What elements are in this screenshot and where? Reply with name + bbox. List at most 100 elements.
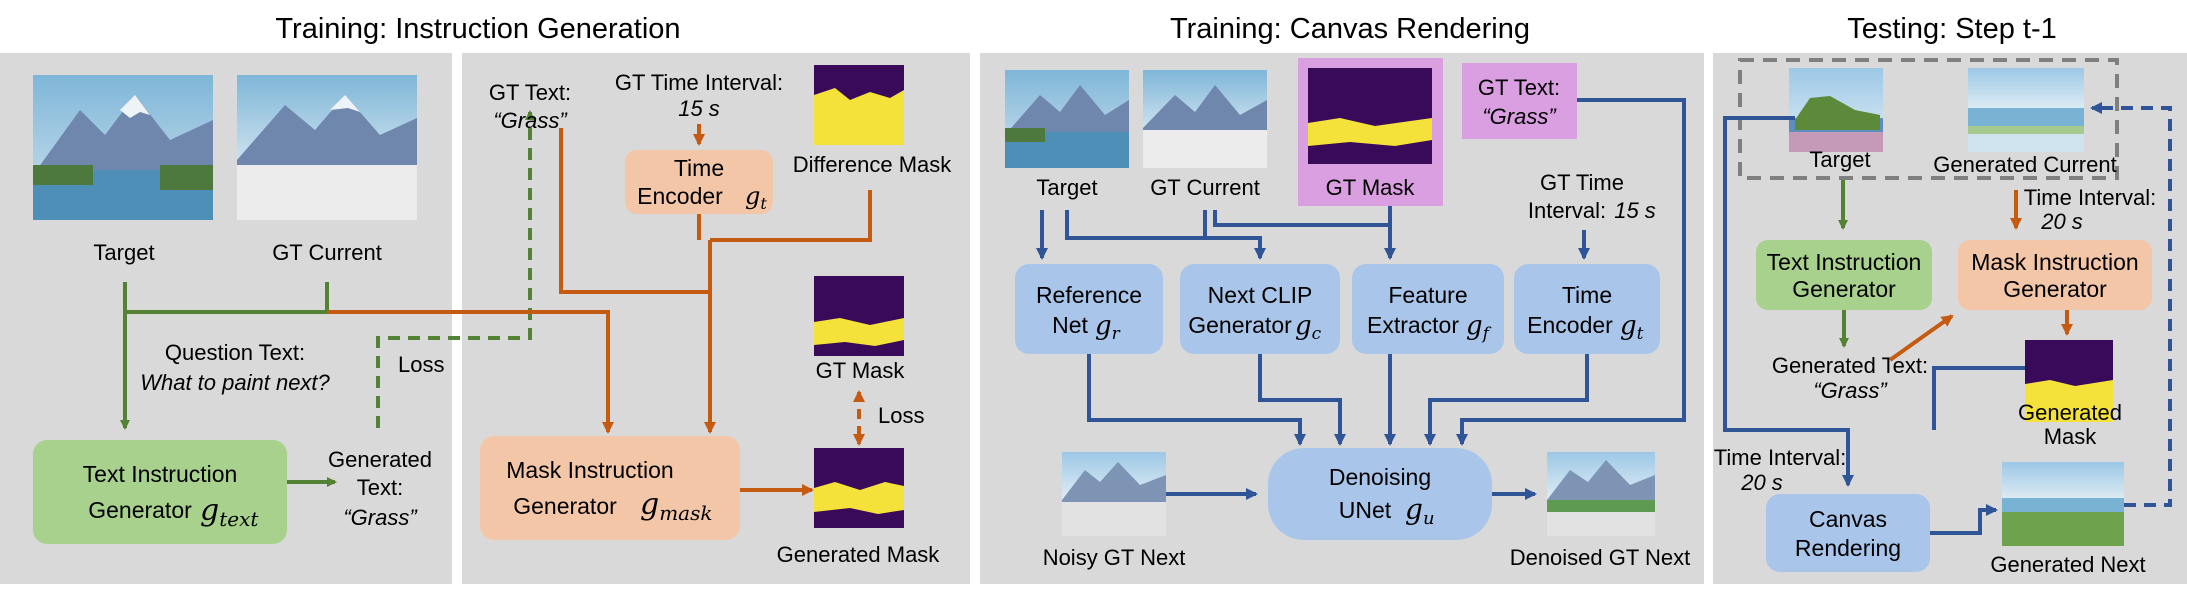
- gt-current-image: [237, 75, 417, 220]
- text-gen-symbol: gtext: [200, 493, 259, 531]
- text-gen-label-p3-2: Generator: [1792, 276, 1896, 302]
- gt-time-label-p2: GT Time: [1540, 170, 1624, 195]
- title-canvas-rendering: Training: Canvas Rendering: [1170, 13, 1530, 45]
- gt-mask-image-p1: [814, 276, 904, 356]
- question-text-value: What to paint next?: [140, 370, 330, 395]
- mask-gen-symbol: gmask: [640, 487, 713, 525]
- gt-time-interval-label: GT Time Interval:: [615, 70, 783, 95]
- ref-symbol: gr: [1095, 311, 1121, 344]
- unet-label-1: Denoising: [1329, 464, 1431, 490]
- mask-gen-label-2: Generator: [513, 493, 617, 519]
- orange-line-diffmask: [710, 190, 872, 242]
- blue-arrow-ref-to-unet: [1087, 354, 1306, 446]
- time-interval-value-p3b: 20 s: [1740, 470, 1783, 495]
- loss-dashed-arrow: [376, 110, 535, 428]
- question-text-label: Question Text:: [165, 340, 305, 365]
- time-label-p2-1: Time: [1562, 282, 1612, 308]
- gt-text-label-p2: GT Text:: [1478, 75, 1560, 100]
- generated-mask-label-p3-1: Generated: [2018, 400, 2122, 425]
- time-label-p2-2: Encoder: [1527, 312, 1613, 338]
- canvas-label-2: Rendering: [1795, 535, 1901, 561]
- blue-arrow-time-to-unet: [1424, 354, 1589, 446]
- time-encoder-label-2: Encoder: [637, 183, 723, 209]
- clip-symbol: gc: [1295, 311, 1322, 344]
- noisy-gt-next-label: Noisy GT Next: [1043, 545, 1186, 570]
- target-label: Target: [93, 240, 154, 265]
- difference-mask-label: Difference Mask: [793, 152, 953, 177]
- text-instruction-generator-box: [33, 440, 287, 544]
- generated-next-image: [2002, 462, 2124, 546]
- text-gen-label-p3-1: Text Instruction: [1767, 249, 1922, 275]
- mask-instruction-generator-box: [480, 436, 740, 540]
- gt-text-label: GT Text:: [489, 80, 571, 105]
- time-encoder-box: [625, 150, 773, 214]
- time-symbol-p2: gt: [1620, 311, 1644, 344]
- generated-mask-image-p3: [2025, 340, 2113, 422]
- mask-instruction-generator-box-p3: [1958, 240, 2152, 310]
- generated-label-2: Text:: [357, 475, 403, 500]
- noisy-gt-next-image: [1062, 452, 1166, 536]
- denoised-gt-next-label: Denoised GT Next: [1510, 545, 1691, 570]
- text-instruction-generator-box-p3: [1756, 240, 1932, 310]
- loss-label-2: Loss: [878, 403, 924, 428]
- gt-mask-label-p2: GT Mask: [1326, 175, 1416, 200]
- clip-label-1: Next CLIP: [1208, 282, 1313, 308]
- generated-text-value: “Grass”: [343, 505, 418, 530]
- generated-text-label-p3: Generated Text:: [1772, 353, 1928, 378]
- gt-current-label-p2: GT Current: [1150, 175, 1260, 200]
- gt-text-value: “Grass”: [493, 108, 568, 133]
- feature-extractor-box: [1352, 264, 1504, 354]
- next-clip-generator-box: [1180, 264, 1340, 354]
- canvas-rendering-box: [1766, 494, 1930, 572]
- title-testing: Testing: Step t-1: [1847, 13, 2057, 45]
- mask-gen-label-p3-1: Mask Instruction: [1971, 249, 2138, 275]
- feat-label-1: Feature: [1388, 282, 1467, 308]
- gt-current-image-p2: [1143, 70, 1267, 168]
- gt-mask-label-p1: GT Mask: [816, 358, 906, 383]
- orange-arrow-text-to-mask-gen-p3: [1888, 314, 1954, 362]
- generated-label-1: Generated: [328, 447, 432, 472]
- text-gen-label-1: Text Instruction: [83, 461, 238, 487]
- generated-current-label: Generated Current: [1933, 152, 2116, 177]
- blue-arrow-current-to-feat: [1213, 210, 1396, 260]
- denoised-gt-next-image: [1547, 452, 1655, 536]
- time-interval-value-p3: 20 s: [2040, 209, 2083, 234]
- target-image-p3: [1789, 68, 1883, 152]
- gt-time-label-p2b: Interval:: [1528, 198, 1606, 223]
- blue-arrow-target-to-canvas: [1723, 116, 1854, 487]
- reference-net-box: [1015, 264, 1163, 354]
- gt-time-interval-value: 15 s: [678, 96, 720, 121]
- ref-label-1: Reference: [1036, 282, 1142, 308]
- orange-arrow-to-mask-gen-b: [327, 310, 614, 434]
- unet-symbol: gu: [1405, 493, 1435, 529]
- target-image: [33, 75, 213, 220]
- gt-mask-image-p2: [1308, 68, 1432, 164]
- feat-symbol: gf: [1466, 311, 1492, 344]
- mask-gen-label-1: Mask Instruction: [506, 457, 673, 483]
- gt-text-box-p2: [1462, 63, 1577, 139]
- gt-text-value-p2: “Grass”: [1482, 104, 1557, 129]
- canvas-label-1: Canvas: [1809, 506, 1887, 532]
- feat-label-2: Extractor: [1367, 312, 1459, 338]
- mask-gen-label-p3-2: Generator: [2003, 276, 2107, 302]
- text-gen-label-2: Generator: [88, 497, 192, 523]
- gt-time-value-p2: 15 s: [1614, 198, 1656, 223]
- generated-mask-label-p3-2: Mask: [2044, 424, 2098, 449]
- time-interval-label-p3b: Time Interval:: [1714, 445, 1846, 470]
- title-instruction-generation: Training: Instruction Generation: [275, 13, 680, 45]
- generated-text-value-p3: “Grass”: [1813, 378, 1888, 403]
- blue-arrow-gt-text-to-unet: [1456, 98, 1686, 446]
- loss-label: Loss: [398, 352, 444, 377]
- time-interval-label-p3: Time Interval:: [2024, 185, 2156, 210]
- target-label-p2: Target: [1036, 175, 1097, 200]
- denoising-unet-box: [1268, 448, 1492, 540]
- blue-line-mask-to-canvas: [1932, 366, 2025, 430]
- clip-label-2: Generator: [1188, 312, 1292, 338]
- generated-mask-image-p1: [814, 448, 904, 528]
- difference-mask-image: [814, 65, 904, 145]
- generated-current-image: [1968, 68, 2084, 152]
- generated-mask-label-p1: Generated Mask: [777, 542, 941, 567]
- target-image-p2: [1005, 70, 1129, 168]
- unet-label-2: UNet: [1339, 497, 1392, 523]
